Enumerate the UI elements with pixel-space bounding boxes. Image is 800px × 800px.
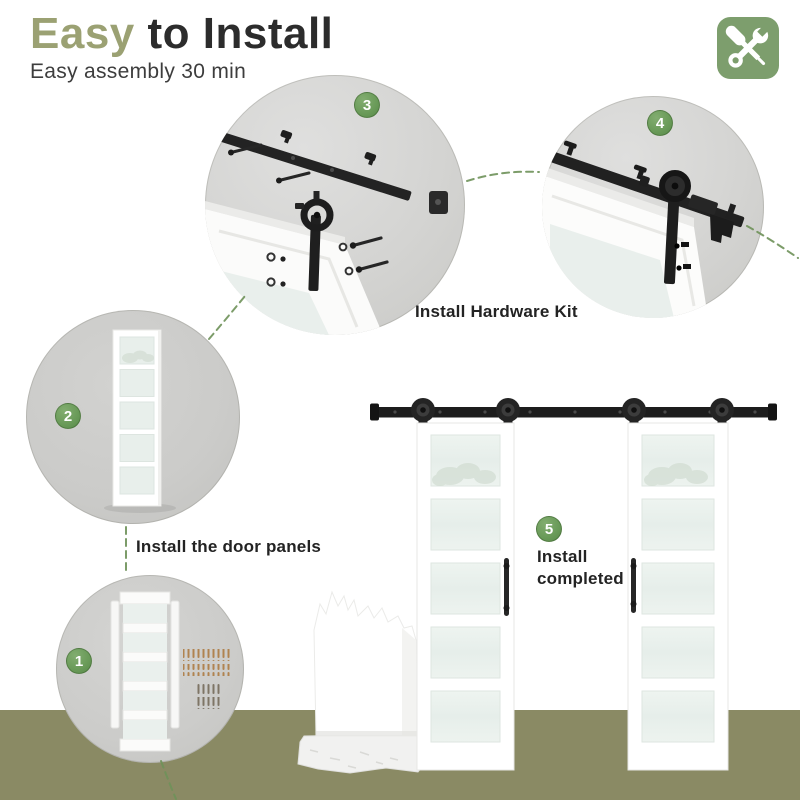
step-badge-3: 3 [354, 92, 380, 118]
step2-label: Install the door panels [136, 537, 322, 556]
title-rest: to Install [134, 9, 334, 58]
left-door [416, 422, 515, 771]
step2-door-panel-illustration [26, 310, 240, 524]
hanger-strap [308, 214, 321, 292]
plant-silhouette [432, 463, 496, 486]
rail-bolts [563, 140, 647, 180]
step5-label-line2: completed [537, 569, 624, 588]
subtitle: Easy assembly 30 min [30, 60, 247, 84]
roller-wheel [300, 198, 334, 232]
glass-panes [123, 604, 167, 739]
door-handle [503, 558, 510, 616]
hanger-strap [663, 185, 680, 285]
step5-completed-install-scene [297, 398, 777, 774]
step-badge-4: 4 [647, 110, 673, 136]
sliding-rail [370, 403, 777, 421]
rail-bar [220, 132, 412, 201]
header: Easy to Install Easy assembly 30 min [30, 9, 334, 84]
door-stiles [110, 600, 180, 729]
wrench-screwdriver-icon [717, 17, 779, 79]
step5-label: Install completed [537, 546, 624, 590]
page-title: Easy to Install [30, 9, 334, 58]
right-door [627, 422, 729, 771]
step5-label-line1: Install [537, 547, 588, 566]
step3-exploded-hardware-illustration [205, 75, 465, 335]
title-highlight: Easy [30, 9, 135, 58]
door-screws [353, 236, 389, 271]
screw-rows [183, 649, 231, 709]
step-badge-1: 1 [66, 648, 92, 674]
connector-c2-c3 [208, 295, 246, 340]
step4-label: Install Hardware Kit [415, 302, 578, 321]
plant-silhouette [644, 463, 708, 486]
plant-silhouette [122, 350, 154, 363]
connector-c3-c4 [466, 170, 540, 182]
mounting-bolts [280, 130, 377, 166]
step-badge-5: 5 [536, 516, 562, 542]
broken-wall-fragment [297, 590, 427, 774]
lag-screws [231, 143, 311, 182]
door-handle [630, 558, 637, 613]
step-badge-2: 2 [55, 403, 81, 429]
anti-jump-block [688, 194, 718, 215]
